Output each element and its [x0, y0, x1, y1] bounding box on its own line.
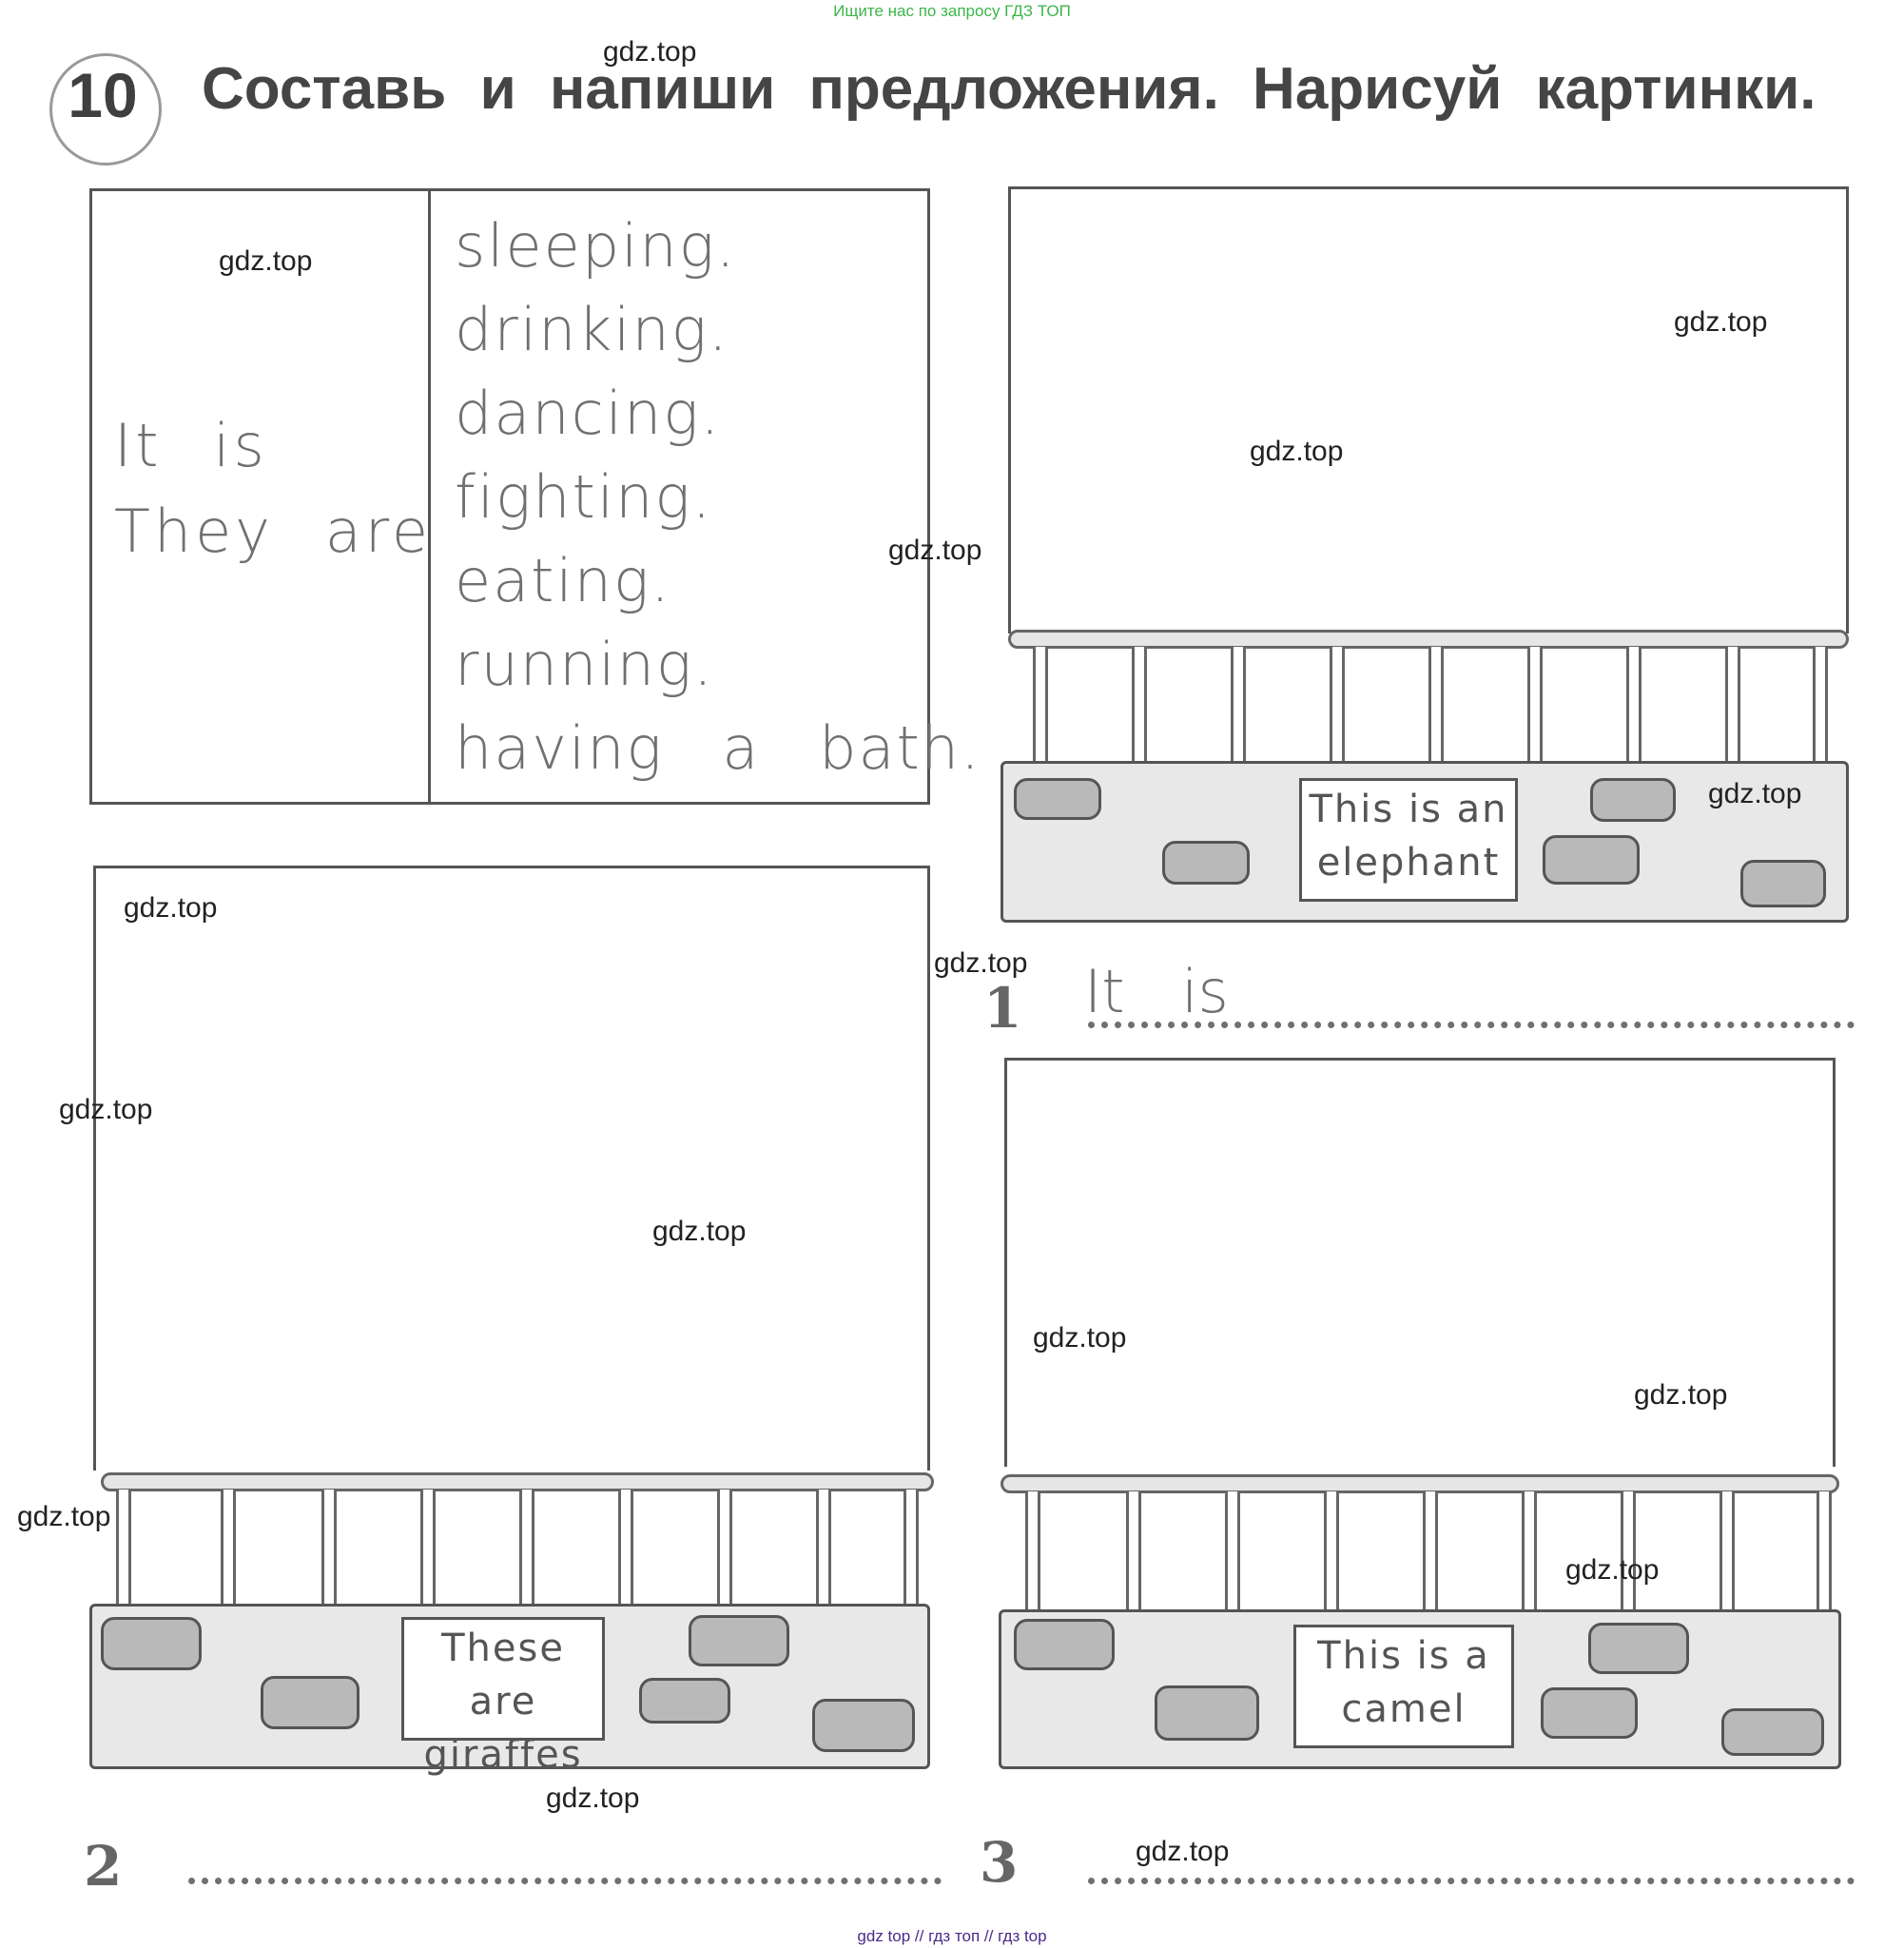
zoo-sign-1: This is an elephant — [1299, 778, 1518, 902]
fence-rail — [1001, 1474, 1839, 1493]
exercise-title: Составь и напиши предложения. Нарисуй ка… — [202, 56, 1817, 122]
fence-post — [1330, 647, 1345, 765]
drawing-frame-1[interactable] — [1008, 186, 1849, 633]
sign-line: These are — [441, 1627, 565, 1724]
fence-post — [816, 1490, 831, 1607]
fence-post — [1813, 647, 1828, 765]
zoo-sign-2: These are giraffes — [401, 1617, 605, 1777]
ending-word: sleeping. — [455, 211, 737, 281]
watermark: gdz.top — [888, 535, 982, 566]
ending-word: eating. — [455, 546, 671, 615]
wall-stone — [1721, 1708, 1824, 1756]
watermark: gdz.top — [17, 1501, 111, 1532]
fence-post — [321, 1490, 337, 1607]
wall-stone — [689, 1615, 789, 1666]
fence-post — [1719, 1491, 1735, 1613]
bottom-banner[interactable]: gdz top // гдз топ // гдз top — [857, 1927, 1047, 1945]
wall-stone — [1541, 1687, 1638, 1739]
fence-post — [1817, 1491, 1832, 1613]
sign-line: This is a — [1317, 1634, 1490, 1678]
wall-stone — [1740, 860, 1826, 907]
answer-number-3: 3 — [980, 1830, 1019, 1895]
wall-stone — [101, 1617, 202, 1670]
watermark: gdz.top — [1136, 1836, 1230, 1867]
watermark: gdz.top — [934, 947, 1028, 979]
fence-post — [1033, 647, 1048, 765]
watermark: gdz.top — [603, 36, 697, 68]
sign-line: elephant — [1316, 841, 1501, 885]
answer-line-2[interactable] — [188, 1878, 942, 1884]
fence-rail — [1008, 630, 1849, 649]
fence-post — [1324, 1491, 1339, 1613]
exercise-number-circle — [49, 53, 162, 166]
watermark: gdz.top — [219, 245, 313, 277]
fence-post — [519, 1490, 534, 1607]
fence-post — [1025, 1491, 1040, 1613]
subject-it-is: It is — [114, 411, 268, 480]
wall-stone — [1155, 1685, 1259, 1741]
wall-stone — [261, 1676, 359, 1729]
fence-post — [1428, 647, 1444, 765]
answer-number-1: 1 — [983, 976, 1022, 1041]
fence-post — [1231, 647, 1246, 765]
sign-line: camel — [1341, 1687, 1467, 1731]
fence-post — [221, 1490, 236, 1607]
zoo-sign-3: This is a camel — [1293, 1625, 1514, 1748]
exercise-number: 10 — [68, 60, 138, 130]
fence-post — [1126, 1491, 1141, 1613]
watermark: gdz.top — [1708, 778, 1802, 809]
answer-number-2: 2 — [84, 1834, 123, 1899]
wall-stone — [1014, 1619, 1115, 1670]
answer-line-1[interactable] — [1088, 1022, 1855, 1028]
fence-post — [420, 1490, 436, 1607]
watermark: gdz.top — [59, 1094, 153, 1125]
fence-post — [1225, 1491, 1240, 1613]
wall-stone — [1588, 1623, 1689, 1674]
fence-post — [1527, 647, 1543, 765]
fence-post — [1132, 647, 1147, 765]
answer-line-3[interactable] — [1088, 1878, 1855, 1884]
drawing-frame-3[interactable] — [1004, 1058, 1836, 1467]
fence-post — [618, 1490, 633, 1607]
word-table-divider — [428, 188, 431, 805]
ending-word: having a bath. — [455, 713, 981, 783]
watermark: gdz.top — [652, 1216, 747, 1247]
wall-stone — [1543, 835, 1640, 885]
watermark: gdz.top — [1565, 1554, 1660, 1586]
watermark: gdz.top — [1634, 1379, 1728, 1411]
word-table — [89, 188, 930, 805]
fence-post — [116, 1490, 131, 1607]
fence-post — [903, 1490, 919, 1607]
drawing-frame-2[interactable] — [93, 866, 930, 1471]
ending-word: running. — [455, 630, 714, 699]
fence-rail — [101, 1472, 934, 1491]
ending-word: fighting. — [455, 462, 713, 532]
ending-word: drinking. — [455, 295, 729, 364]
fence-post — [1626, 647, 1642, 765]
watermark: gdz.top — [124, 892, 218, 924]
fence-post — [1423, 1491, 1438, 1613]
wall-stone — [1162, 841, 1250, 885]
wall-stone — [1590, 778, 1676, 822]
subject-they-are: They are — [114, 497, 432, 566]
wall-stone — [639, 1678, 730, 1724]
fence-post — [1522, 1491, 1537, 1613]
sign-line: giraffes — [423, 1733, 583, 1777]
wall-stone — [1014, 778, 1101, 820]
wall-stone — [812, 1699, 915, 1752]
top-banner[interactable]: Ищите нас по запросу ГДЗ ТОП — [833, 2, 1071, 20]
fence-post — [717, 1490, 732, 1607]
watermark: gdz.top — [1674, 306, 1768, 338]
watermark: gdz.top — [1033, 1322, 1127, 1354]
watermark: gdz.top — [1250, 436, 1344, 467]
watermark: gdz.top — [546, 1782, 640, 1814]
sign-line: This is an — [1309, 788, 1508, 831]
answer-start-1: It is — [1084, 957, 1229, 1026]
ending-word: dancing. — [455, 379, 722, 448]
fence-post — [1621, 1491, 1636, 1613]
fence-post — [1725, 647, 1740, 765]
